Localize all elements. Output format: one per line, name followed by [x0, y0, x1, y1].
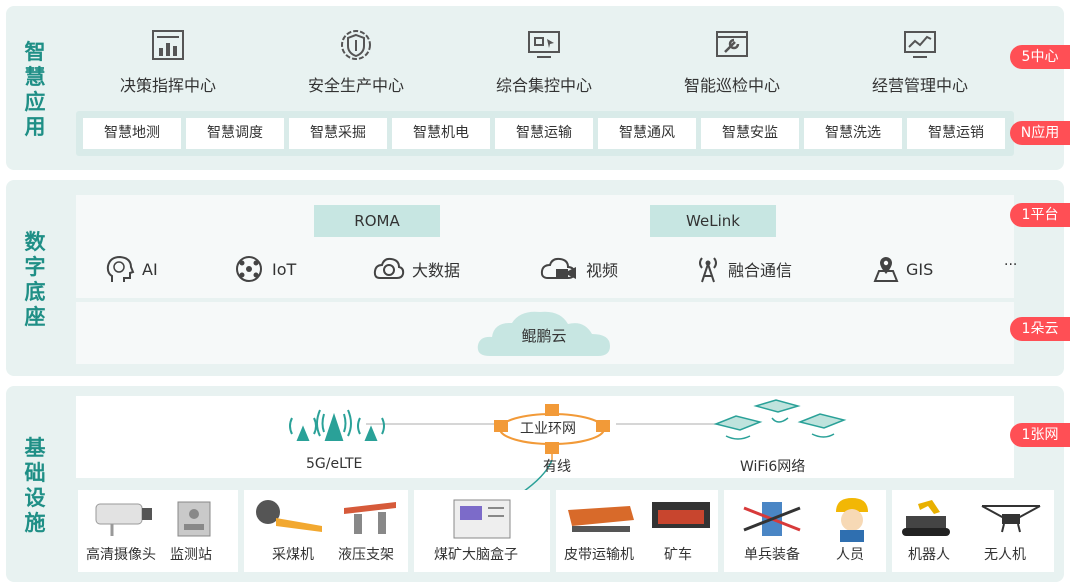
device-label: 机器人 [908, 544, 950, 564]
gis-map-icon [872, 254, 900, 284]
device-label: 矿车 [664, 544, 692, 564]
device-label: 监测站 [170, 544, 212, 564]
wifi-ap-icon [716, 400, 844, 439]
tag-5-centers: 5中心 [1010, 45, 1070, 69]
brain-box-icon [450, 496, 514, 542]
shearer-icon [252, 496, 328, 540]
monitor-station-icon [170, 496, 218, 540]
device-label: 人员 [836, 544, 864, 564]
shield-gear-icon [339, 28, 373, 62]
app-smart-transport[interactable]: 智慧运输 [495, 118, 593, 149]
capability-label: 融合通信 [728, 257, 792, 281]
app-smart-sales[interactable]: 智慧运销 [907, 118, 1005, 149]
big-data-icon [372, 254, 406, 284]
app-smart-washing[interactable]: 智慧洗选 [804, 118, 902, 149]
center-smart-inspection[interactable]: 智能巡检中心 [642, 28, 822, 96]
center-label: 决策指挥中心 [78, 72, 258, 96]
iot-hub-icon [232, 254, 266, 284]
capability-more: ··· [1004, 257, 1017, 273]
device-group-robots: 机器人 无人机 [892, 490, 1054, 572]
capability-label: IoT [272, 260, 296, 279]
tag-1-network: 1张网 [1010, 423, 1070, 447]
capability-bigdata[interactable]: 大数据 [372, 254, 460, 284]
device-label: 液压支架 [338, 544, 394, 564]
welink-box[interactable]: WeLink [650, 205, 776, 237]
app-smart-survey[interactable]: 智慧地测 [83, 118, 181, 149]
wired-label: 有线 [543, 456, 571, 476]
ring-label[interactable]: 工业环网 [520, 418, 576, 438]
capability-ai[interactable]: AI [104, 254, 158, 284]
device-group-transport: 皮带运输机 矿车 [556, 490, 718, 572]
device-label: 单兵装备 [744, 544, 800, 564]
roma-box[interactable]: ROMA [314, 205, 440, 237]
network-diagram [76, 396, 1014, 496]
base-station-icon [290, 410, 384, 440]
center-label: 经营管理中心 [830, 72, 1010, 96]
digital-layer-title: 数字底座 [18, 230, 52, 330]
capability-gis[interactable]: GIS [872, 254, 933, 284]
soldier-kit-icon [740, 496, 804, 542]
center-integrated-control[interactable]: 综合集控中心 [454, 28, 634, 96]
chart-board-icon [151, 28, 185, 62]
drone-icon [974, 500, 1048, 536]
worker-icon [830, 494, 874, 542]
device-label: 高清摄像头 [86, 544, 156, 564]
camera-icon [92, 496, 158, 540]
inspection-wrench-icon [715, 28, 749, 62]
capability-label: 大数据 [412, 257, 460, 281]
wifi-label: WiFi6网络 [740, 456, 805, 476]
device-label: 煤矿大脑盒子 [434, 544, 518, 564]
app-smart-electromech[interactable]: 智慧机电 [392, 118, 490, 149]
antenna-icon [694, 254, 722, 284]
control-screen-icon [527, 28, 561, 62]
conveyor-icon [564, 502, 638, 536]
tag-n-apps: N应用 [1010, 121, 1070, 145]
tag-1-cloud: 1朵云 [1010, 317, 1070, 341]
device-group-personnel: 单兵装备 人员 [724, 490, 886, 572]
app-smart-mining[interactable]: 智慧采掘 [289, 118, 387, 149]
device-group-mining: 采煤机 液压支架 [244, 490, 408, 572]
wireless-label: 5G/eLTE [306, 456, 362, 472]
capability-label: GIS [906, 260, 933, 279]
app-smart-ventilation[interactable]: 智慧通风 [598, 118, 696, 149]
device-label: 皮带运输机 [564, 544, 634, 564]
center-decision-command[interactable]: 决策指挥中心 [78, 28, 258, 96]
center-business-management[interactable]: 经营管理中心 [830, 28, 1010, 96]
capability-video[interactable]: 视频 [540, 254, 618, 284]
device-label: 采煤机 [272, 544, 314, 564]
apps-strip: 智慧地测 智慧调度 智慧采掘 智慧机电 智慧运输 智慧通风 智慧安监 智慧洗选 … [76, 111, 1014, 156]
center-label: 综合集控中心 [454, 72, 634, 96]
tag-1-platform: 1平台 [1010, 203, 1070, 227]
kunpeng-cloud-label[interactable]: 鲲鹏云 [476, 325, 612, 346]
infra-layer-title: 基础设施 [18, 436, 52, 536]
capability-unified-comm[interactable]: 融合通信 [694, 254, 792, 284]
ai-head-icon [104, 254, 136, 284]
video-cloud-icon [540, 254, 580, 284]
device-group-sensing: 高清摄像头 监测站 [78, 490, 238, 572]
center-label: 安全生产中心 [266, 72, 446, 96]
robot-icon [898, 496, 960, 540]
device-group-brain: 煤矿大脑盒子 [414, 490, 550, 572]
app-smart-dispatch[interactable]: 智慧调度 [186, 118, 284, 149]
device-label: 无人机 [984, 544, 1026, 564]
hydraulic-support-icon [340, 498, 400, 538]
capability-iot[interactable]: IoT [232, 254, 296, 284]
capability-label: AI [142, 260, 158, 279]
center-safety-production[interactable]: 安全生产中心 [266, 28, 446, 96]
capability-label: 视频 [586, 257, 618, 281]
mine-car-icon [650, 500, 712, 538]
trend-monitor-icon [903, 28, 937, 62]
app-smart-safety[interactable]: 智慧安监 [701, 118, 799, 149]
center-label: 智能巡检中心 [642, 72, 822, 96]
app-layer-title: 智慧应用 [18, 40, 52, 140]
